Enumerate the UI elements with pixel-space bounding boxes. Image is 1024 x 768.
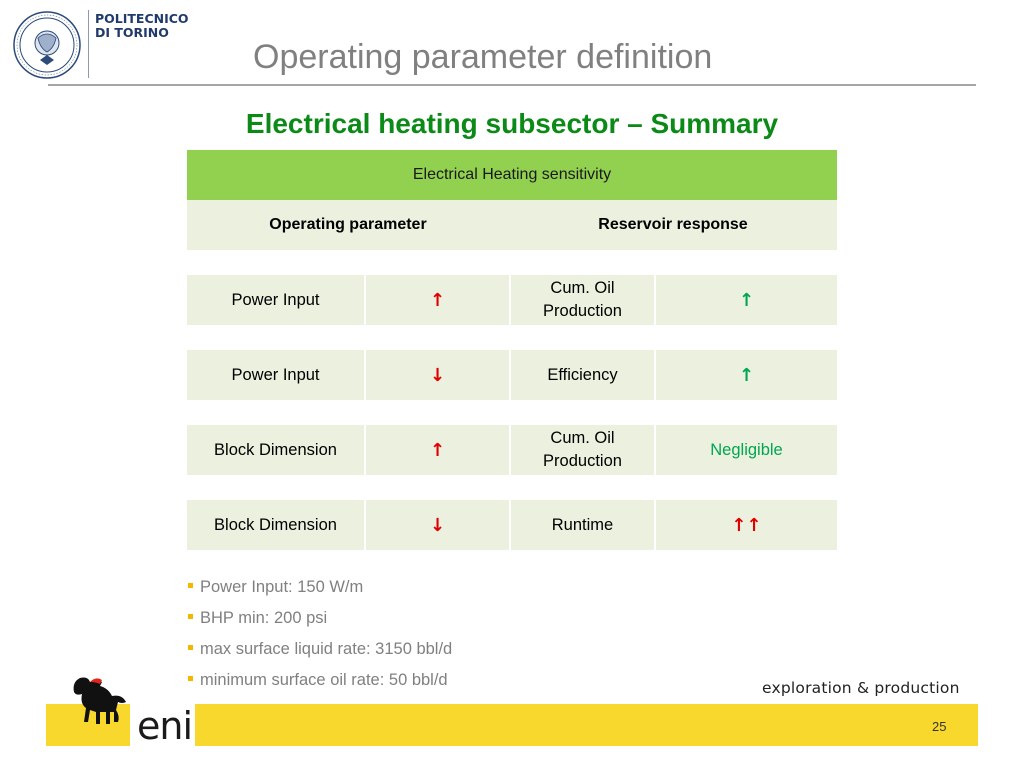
response-cell: Efficiency [509, 350, 654, 400]
table-caption: Electrical Heating sensitivity [187, 150, 837, 200]
column-header-operating-parameter: Operating parameter [269, 216, 427, 233]
six-legged-dog-logo-icon [73, 677, 126, 724]
parameter-cell: Block Dimension [214, 515, 337, 534]
column-header-reservoir-response: Reservoir response [598, 216, 748, 233]
parameter-cell: Power Input [231, 365, 320, 384]
university-name-line2: DI TORINO [95, 25, 169, 40]
logo-divider [88, 10, 89, 78]
footer-tagline: exploration & production [762, 679, 960, 697]
parameter-change-arrow-icon: ↑ [364, 275, 509, 325]
title-divider [48, 84, 976, 86]
response-cell: Runtime [509, 500, 654, 550]
table-row: Block Dimension ↓ Runtime ↑↑ [187, 500, 837, 550]
list-item-text: BHP min: 200 psi [200, 609, 328, 627]
table-row: Block Dimension ↑ Cum. Oil Production Ne… [187, 425, 837, 475]
university-name-line1: POLITECNICO [95, 11, 189, 26]
response-cell: Cum. Oil Production [509, 425, 654, 475]
table-column-headers: Operating parameter Reservoir response [187, 200, 837, 250]
footer-logo-backdrop [130, 704, 195, 746]
slide-title: Operating parameter definition [253, 38, 713, 76]
bullet-square-icon [188, 675, 193, 681]
parameter-cell: Block Dimension [214, 440, 337, 459]
bullet-square-icon [188, 613, 193, 619]
university-name: POLITECNICO DI TORINO [95, 12, 189, 40]
eni-brand-logo: eni [137, 704, 193, 748]
response-cell: Cum. Oil Production [509, 275, 654, 325]
table-row: Power Input ↓ Efficiency ↑ [187, 350, 837, 400]
table-row: Power Input ↑ Cum. Oil Production ↑ [187, 275, 837, 325]
list-item: BHP min: 200 psi [188, 603, 452, 634]
response-change-arrow-icon: ↑↑ [654, 500, 837, 550]
list-item: minimum surface oil rate: 50 bbl/d [188, 665, 452, 696]
parameter-cell: Power Input [231, 290, 320, 309]
parameter-change-arrow-icon: ↓ [364, 500, 509, 550]
list-item: max surface liquid rate: 3150 bbl/d [188, 634, 452, 665]
response-change-text: Negligible [654, 425, 837, 475]
parameter-bullet-list: Power Input: 150 W/m BHP min: 200 psi ma… [188, 572, 452, 696]
response-change-arrow-icon: ↑ [654, 275, 837, 325]
response-change-arrow-icon: ↑ [654, 350, 837, 400]
university-seal-icon [13, 11, 81, 79]
page-number: 25 [932, 719, 947, 734]
footer-band [46, 704, 978, 746]
parameter-change-arrow-icon: ↓ [364, 350, 509, 400]
list-item-text: minimum surface oil rate: 50 bbl/d [200, 671, 448, 689]
list-item-text: Power Input: 150 W/m [200, 578, 364, 596]
bullet-square-icon [188, 644, 193, 650]
slide-subtitle: Electrical heating subsector – Summary [245, 108, 779, 139]
parameter-change-arrow-icon: ↑ [364, 425, 509, 475]
list-item: Power Input: 150 W/m [188, 572, 452, 603]
list-item-text: max surface liquid rate: 3150 bbl/d [200, 640, 453, 658]
bullet-square-icon [188, 582, 193, 588]
